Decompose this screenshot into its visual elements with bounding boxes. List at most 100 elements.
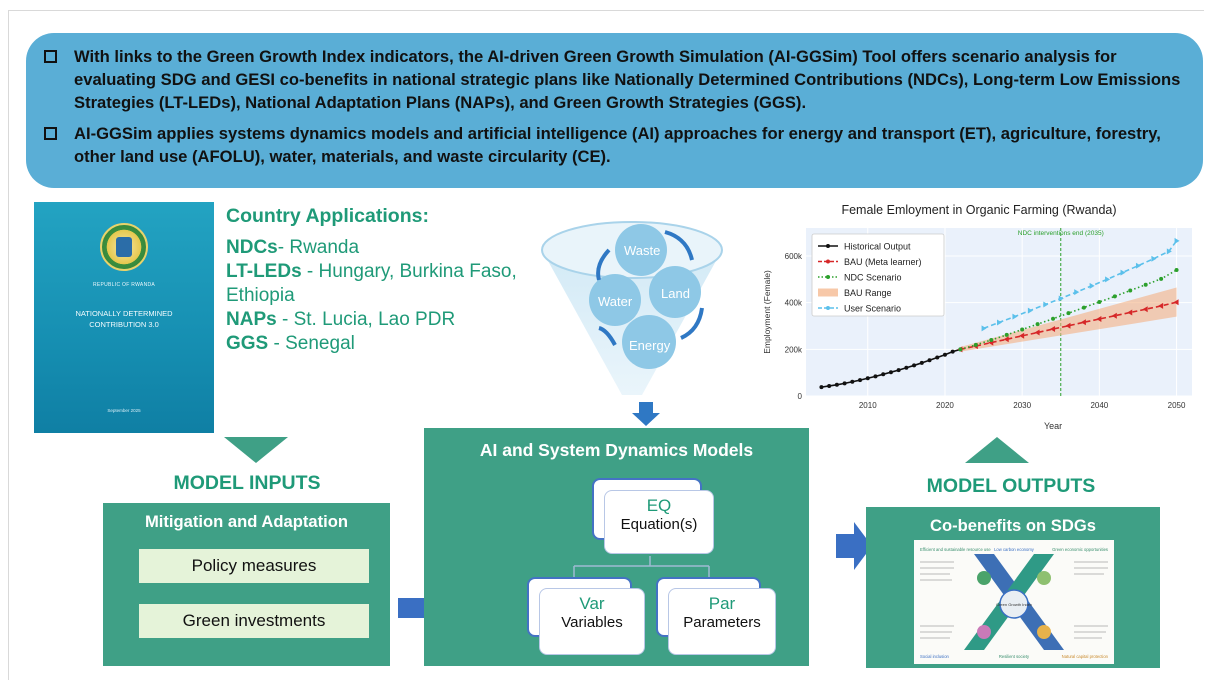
data-point: [1159, 276, 1164, 281]
data-point: [1174, 268, 1179, 272]
data-point: [997, 319, 1002, 326]
data-point: [927, 358, 932, 363]
top-border-line: [8, 10, 1204, 11]
data-point: [1066, 311, 1071, 316]
data-point: [888, 370, 893, 375]
app-value: Senegal: [285, 333, 355, 354]
left-border-line: [8, 10, 9, 680]
ndc-cover-image: REPUBLIC OF RWANDA NATIONALLY DETERMINED…: [34, 202, 214, 433]
models-box: AI and System Dynamics Models EQ Equatio…: [424, 428, 809, 666]
country-app-item: NDCs- Rwanda: [226, 237, 360, 258]
data-point: [1097, 299, 1102, 304]
app-key: NAPs: [226, 309, 277, 330]
sector-waste: Waste: [624, 243, 661, 258]
data-point: [1143, 282, 1148, 287]
data-point: [919, 360, 924, 365]
country-app-item: GGS - Senegal: [226, 333, 355, 354]
country-app-item: NAPs - St. Lucia, Lao PDR: [226, 309, 456, 330]
app-key: LT-LEDs: [226, 261, 302, 282]
data-point: [850, 379, 855, 384]
eq-label: Equation(s): [620, 516, 698, 533]
data-point: [1158, 302, 1164, 309]
sector-funnel: Waste Water Land Energy: [537, 210, 727, 400]
data-point: [1174, 237, 1180, 244]
var-abbr: Var: [579, 594, 605, 613]
cover-date: September 2025: [107, 408, 141, 413]
app-value: Hungary, Burkina Faso, Ethiopia: [226, 261, 517, 306]
y-tick-label: 600k: [785, 252, 803, 261]
data-point: [942, 352, 947, 357]
var-label: Variables: [561, 614, 623, 631]
legend-marker: [826, 244, 830, 248]
x-tick-label: 2030: [1013, 401, 1031, 410]
x-tick-label: 2040: [1090, 401, 1108, 410]
legend-label: BAU Range: [844, 288, 892, 298]
data-point: [1019, 332, 1025, 339]
cover-title: NATIONALLY DETERMINED CONTRIBUTION 3.0: [75, 309, 173, 329]
annotation-text: NDC interventions end (2035): [1018, 230, 1104, 237]
data-point: [1065, 322, 1071, 329]
input-green-investments: Green investments: [139, 604, 369, 638]
legend-label: NDC Scenario: [844, 273, 902, 283]
data-point: [935, 355, 940, 360]
models-box-title: AI and System Dynamics Models: [479, 440, 754, 460]
chart-svg: Female Emloyment in Organic Farming (Rwa…: [762, 203, 1192, 431]
data-point: [881, 372, 886, 377]
data-point: [1020, 327, 1025, 332]
x-tick-label: 2020: [936, 401, 954, 410]
data-point: [1051, 316, 1056, 321]
banner-bullet-text: With links to the Green Growth Index ind…: [74, 47, 1181, 112]
data-point: [819, 385, 824, 390]
data-point: [912, 363, 917, 368]
parameters-card: Par Parameters: [668, 588, 776, 655]
sdg-bl: Social inclusion: [920, 654, 950, 659]
input-policy-measures: Policy measures: [139, 549, 369, 583]
data-point: [842, 381, 847, 386]
data-point: [1111, 312, 1117, 319]
par-label: Parameters: [683, 614, 761, 631]
legend-label: Historical Output: [844, 242, 911, 252]
app-key: NDCs: [226, 237, 278, 258]
data-point: [981, 325, 987, 332]
data-point: [858, 378, 863, 383]
legend-marker: [826, 275, 830, 279]
country-app-item: LT-LEDs - Hungary, Burkina Faso, Ethiopi…: [226, 261, 517, 306]
bau-range-band: [960, 287, 1177, 352]
checkbox-bullet-icon: [44, 127, 57, 140]
data-point: [1112, 294, 1117, 299]
chart-title: Female Emloyment in Organic Farming (Rwa…: [841, 203, 1116, 217]
y-tick-label: 200k: [785, 345, 803, 354]
y-tick-label: 0: [798, 392, 803, 401]
data-point: [1127, 309, 1133, 316]
x-tick-label: 2050: [1168, 401, 1186, 410]
model-inputs-title: MODEL INPUTS: [173, 472, 321, 494]
model-connectors: [573, 556, 710, 577]
legend-label: BAU (Meta learner): [844, 257, 922, 267]
series-line: [983, 240, 1178, 330]
data-point: [1135, 262, 1141, 269]
data-point: [1050, 326, 1056, 333]
sdg-bottom: Resilient society: [999, 654, 1030, 659]
data-point: [1166, 248, 1172, 255]
y-axis-label: Employment (Female): [762, 270, 772, 354]
data-point: [1035, 322, 1040, 327]
sdg-tr: Green economic opportunities: [1052, 547, 1108, 552]
data-point: [904, 365, 909, 370]
banner-bullet-text: AI-GGSim applies systems dynamics models…: [74, 124, 1161, 166]
right-arrow-icon: [836, 522, 872, 570]
sdg-top: Low carbon economy: [994, 547, 1035, 552]
data-point: [834, 382, 839, 387]
legend-box: [811, 233, 945, 317]
data-point: [873, 374, 878, 379]
legend-label: User Scenario: [844, 304, 901, 314]
outputs-box-title: Co-benefits on SDGs: [930, 516, 1096, 535]
sector-land: Land: [661, 286, 690, 301]
data-point: [1034, 329, 1040, 336]
legend-marker: [826, 306, 830, 310]
app-value: Rwanda: [289, 237, 360, 258]
data-point: [1081, 305, 1086, 310]
sector-energy: Energy: [629, 338, 671, 353]
summary-banner: With links to the Green Growth Index ind…: [26, 33, 1203, 188]
data-point: [1004, 332, 1009, 337]
equations-card: EQ Equation(s): [604, 490, 714, 554]
